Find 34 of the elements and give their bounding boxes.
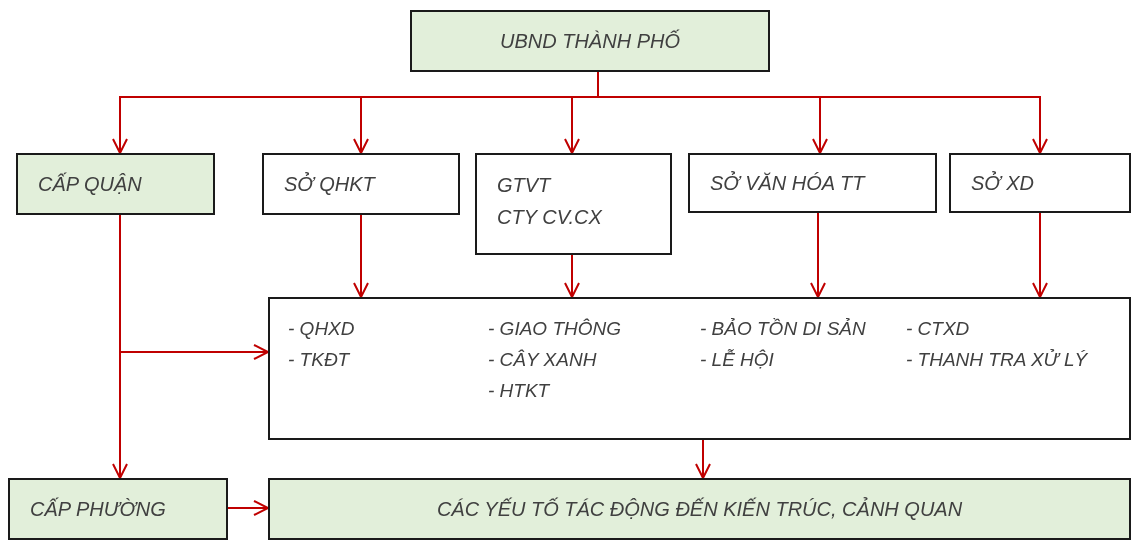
arrow [810, 212, 826, 298]
list-item: - LỄ HỘI [700, 348, 775, 372]
arrow [353, 214, 369, 298]
box-label: GTVT [497, 173, 551, 198]
box-label: CẤP PHƯỜNG [30, 496, 166, 522]
process-box [268, 297, 1131, 440]
arrow [112, 214, 128, 479]
list-item: - CTXD [906, 317, 971, 341]
highlight-box [268, 478, 1131, 540]
box-label: SỞ XD [971, 170, 1034, 196]
box-label: SỞ QHKT [284, 171, 375, 197]
box-label: CÁC YẾU TỐ TÁC ĐỘNG ĐẾN KIẾN TRÚC, CẢNH QUAN [436, 496, 963, 522]
highlight-box [410, 10, 770, 72]
box-label: CTY CV.CX [497, 205, 602, 230]
process-box [688, 153, 937, 213]
list-item: - CÂY XANH [488, 348, 598, 372]
box-label: CẤP QUẬN [38, 171, 142, 197]
process-box [949, 153, 1131, 213]
list-item: - HTKT [488, 379, 551, 403]
arrow [227, 500, 269, 516]
list-item: - BẢO TỒN DI SẢN [700, 317, 867, 341]
highlight-box [16, 153, 215, 215]
arrow [564, 254, 580, 298]
box-label: UBND THÀNH PHỐ [500, 28, 680, 54]
process-box [475, 153, 672, 255]
process-box [262, 153, 460, 215]
box-label: SỞ VĂN HÓA TT [710, 170, 865, 196]
highlight-box [8, 478, 228, 540]
list-item: - GIAO THÔNG [488, 317, 622, 341]
list-item: - TKĐT [288, 348, 351, 372]
arrow [1032, 212, 1048, 298]
arrow [695, 439, 711, 479]
list-item: - THANH TRA XỬ LÝ [906, 348, 1089, 372]
list-item: - QHXD [288, 317, 356, 341]
